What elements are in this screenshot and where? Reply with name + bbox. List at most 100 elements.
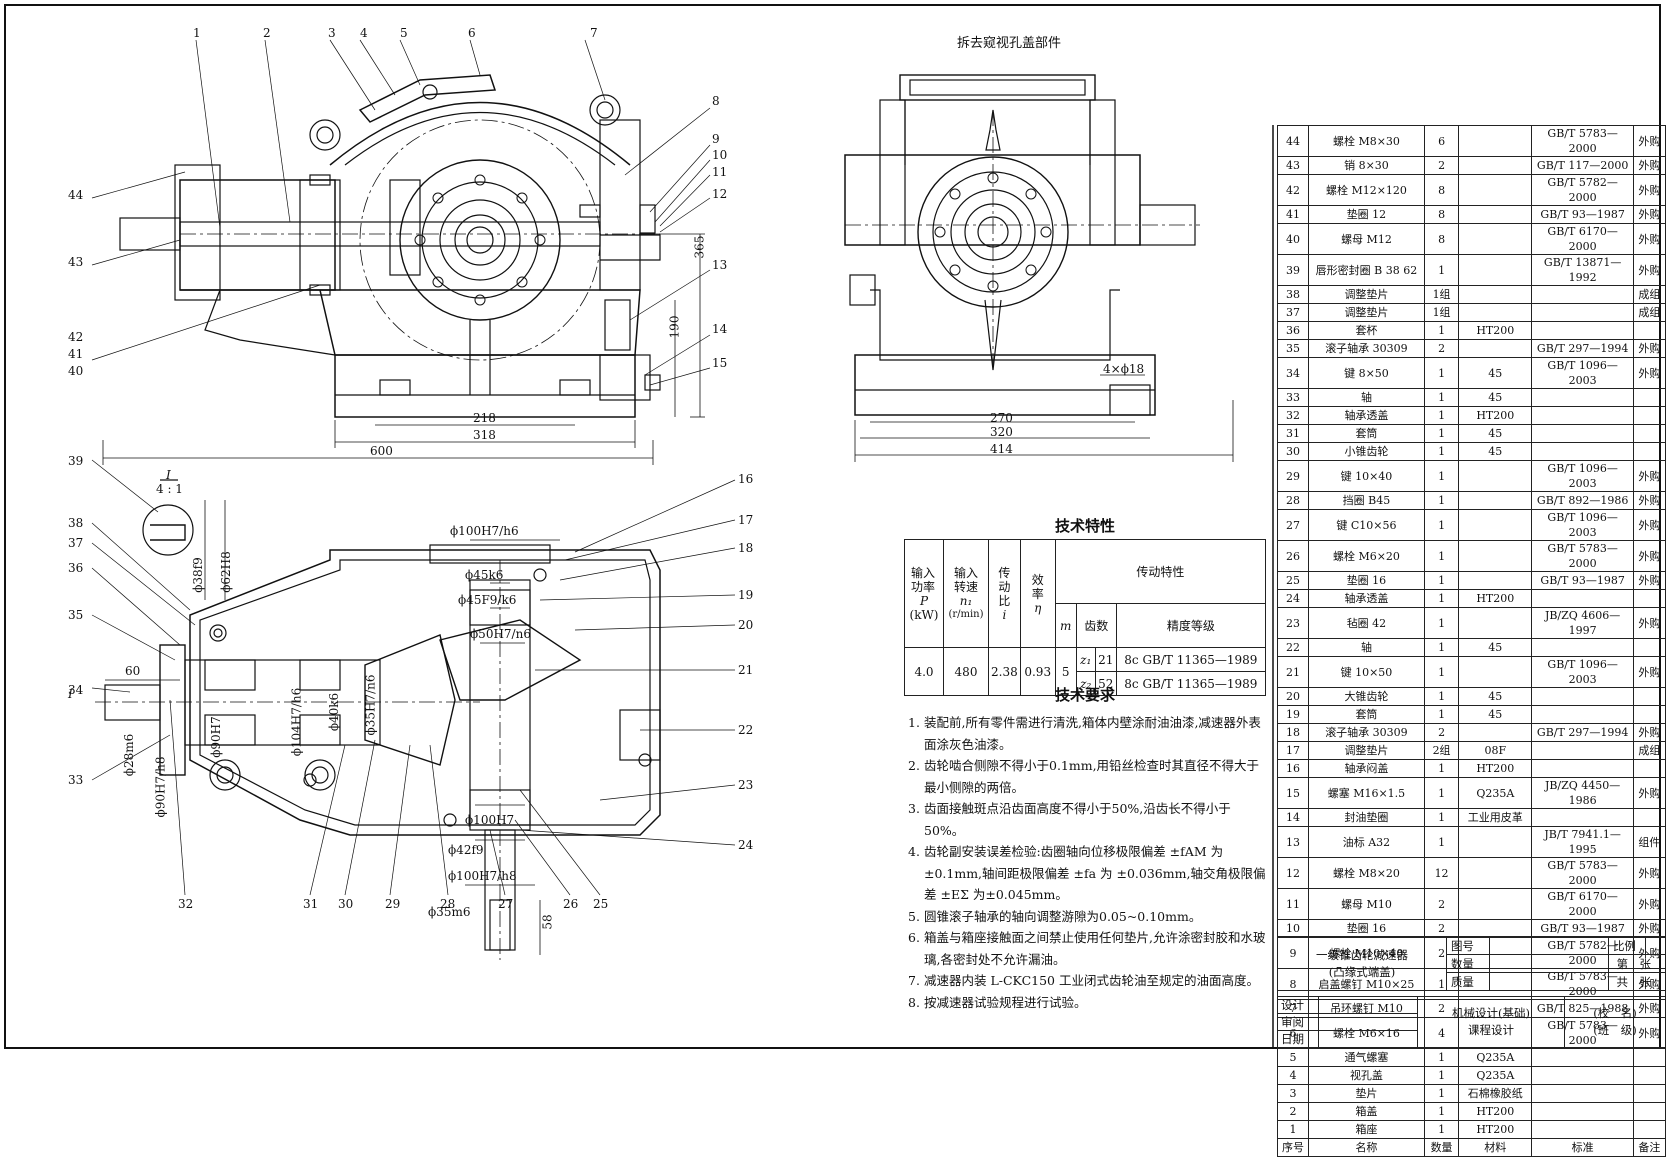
drawing-canvas [4, 4, 1661, 1049]
bom-cell: 1 [1423, 1048, 1460, 1067]
bom-cell: 套筒 [1307, 424, 1425, 443]
bom-cell: 1 [1423, 777, 1460, 809]
bom-cell: 1 [1423, 460, 1460, 492]
bom-cell: JB/T 7941.1—1995 [1531, 826, 1634, 858]
bom-cell: 轴 [1307, 638, 1425, 657]
bom-cell: 工业用皮革 [1458, 808, 1533, 827]
requirement-item: 8.按减速器试验规程进行试验。 [908, 994, 1087, 1010]
bom-cell: 外购 [1632, 156, 1666, 175]
th-ratio: 传动比 [998, 565, 1011, 608]
bom-cell: 滚子轴承 30309 [1307, 723, 1425, 742]
tb-date: 日期 [1277, 1030, 1319, 1048]
bom-cell: 1 [1423, 388, 1460, 407]
bom-cell: 1 [1423, 589, 1460, 608]
bom-cell: 唇形密封圈 B 38 62 [1307, 254, 1425, 286]
part-label: 42 [68, 330, 84, 344]
part-label: 17 [738, 513, 754, 527]
bom-cell: 1 [1423, 424, 1460, 443]
dim-label: ϕ100H7/h6 [450, 524, 519, 538]
dim-320: 320 [990, 425, 1013, 439]
bom-cell: 成组 [1632, 285, 1666, 304]
bom-cell: 成组 [1632, 741, 1666, 760]
bom-cell [1632, 638, 1666, 657]
bom-cell: 2组 [1423, 741, 1460, 760]
bom-cell: 螺栓 M8×30 [1307, 125, 1425, 157]
tb-fig-no: 图号 [1445, 936, 1490, 955]
bom-cell: 挡圈 B45 [1307, 491, 1425, 510]
bom-cell: 1 [1423, 254, 1460, 286]
bom-cell: 成组 [1632, 303, 1666, 322]
tech-specs-title: 技术特性 [1055, 517, 1116, 535]
part-label: 20 [738, 618, 754, 632]
bom-cell: 外购 [1632, 723, 1666, 742]
bom-cell: 通气螺塞 [1307, 1048, 1425, 1067]
dim-label: 60 [125, 664, 141, 678]
bom-cell: 5 [1277, 1048, 1309, 1067]
bom-cell: 2 [1423, 919, 1460, 938]
bom-cell [1458, 254, 1533, 286]
th-teeth: 齿数 [1075, 603, 1117, 648]
bom-cell [1531, 303, 1634, 322]
part-label: 16 [738, 472, 754, 486]
bom-cell: GB/T 5783—2000 [1531, 857, 1634, 889]
part-label: 1 [193, 26, 201, 40]
dim-holes: 4×ϕ18 [1103, 362, 1145, 376]
bom-cell: JB/ZQ 4450—1986 [1531, 777, 1634, 809]
bom-cell: 15 [1277, 777, 1309, 809]
dim-label: ϕ35H7/n6 [363, 674, 378, 736]
part-label: 39 [68, 454, 84, 468]
bom-cell [1531, 442, 1634, 461]
val-power: 4.0 [904, 647, 944, 696]
bom-cell: Q235A [1458, 1066, 1533, 1085]
bom-cell: 1 [1423, 638, 1460, 657]
dim-label: ϕ90H7/h8 [153, 756, 168, 818]
bom-cell [1458, 174, 1533, 206]
part-label: 33 [68, 773, 84, 787]
front-view [91, 39, 711, 465]
bom-cell: 外购 [1632, 357, 1666, 389]
bom-cell: GB/T 1096—2003 [1531, 357, 1634, 389]
part-label: 41 [68, 347, 84, 361]
bom-cell: GB/T 6170—2000 [1531, 223, 1634, 255]
dim-label: ϕ104H7/h6 [289, 687, 304, 757]
dim-label: ϕ38f9 [190, 557, 205, 593]
grade-value: 8c GB/T 11365—1989 [1115, 671, 1267, 696]
bom-cell: 螺栓 M6×20 [1307, 540, 1425, 572]
dim-label: ϕ42f9 [448, 843, 484, 857]
part-label: 35 [68, 608, 84, 622]
bom-cell: 43 [1277, 156, 1309, 175]
bom-cell: 27 [1277, 509, 1309, 541]
bom-cell: HT200 [1458, 321, 1533, 340]
th-speed-sym: n₁ [959, 593, 973, 608]
bom-cell [1458, 656, 1533, 688]
part-label: 26 [563, 897, 579, 911]
bom-cell: 8 [1423, 205, 1460, 224]
bom-cell: 封油垫圈 [1307, 808, 1425, 827]
bom-cell: 键 10×50 [1307, 656, 1425, 688]
bom-cell: GB/T 117—2000 [1531, 156, 1634, 175]
dim-label: ϕ28m6 [122, 733, 137, 777]
bom-cell: 39 [1277, 254, 1309, 286]
dim-190: 190 [667, 315, 682, 339]
side-view [844, 74, 1234, 462]
part-label: 8 [712, 94, 720, 108]
bom-cell: 垫圈 12 [1307, 205, 1425, 224]
tb-qty: 数量 [1445, 954, 1490, 973]
bom-cell: 外购 [1632, 223, 1666, 255]
z-label: z₂ [1080, 676, 1092, 691]
bom-cell: 轴承闷盖 [1307, 759, 1425, 778]
bom-header: 数量 [1423, 1138, 1460, 1157]
bom-cell: 外购 [1632, 777, 1666, 809]
bom-cell: GB/T 892—1986 [1531, 491, 1634, 510]
plan-view [91, 459, 736, 960]
